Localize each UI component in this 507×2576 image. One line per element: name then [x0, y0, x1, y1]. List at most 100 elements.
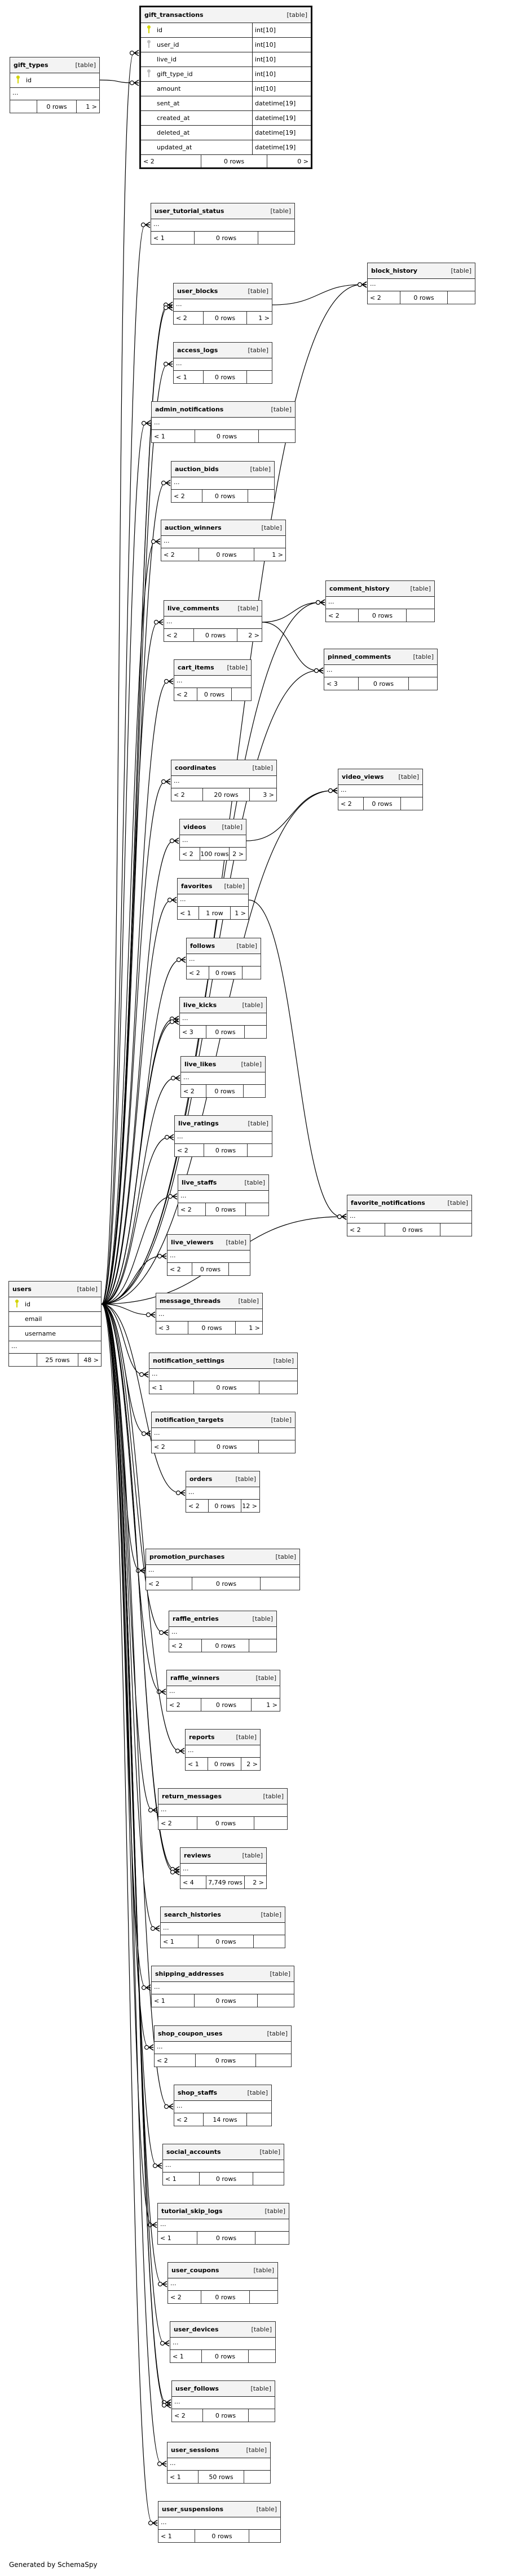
parents-count-link[interactable]: < 1: [151, 232, 195, 244]
table-name[interactable]: raffle_entries: [173, 1615, 219, 1622]
children-count-link[interactable]: 2 >: [253, 1878, 264, 1886]
children-count-link[interactable]: 1 >: [86, 103, 97, 110]
table-name[interactable]: live_viewers: [171, 1239, 214, 1246]
parents-count-link[interactable]: < 1: [158, 2530, 195, 2542]
children-count-link[interactable]: [250, 2291, 277, 2303]
children-count-link[interactable]: [243, 966, 261, 979]
children-count-link[interactable]: [261, 1577, 299, 1590]
children-count-link[interactable]: [249, 2530, 280, 2542]
table-name[interactable]: live_staffs: [182, 1179, 217, 1186]
column-row[interactable]: id: [10, 73, 99, 88]
table-name[interactable]: gift_types: [14, 61, 49, 69]
parents-count-link[interactable]: < 1: [167, 2471, 199, 2483]
parents-count-link[interactable]: < 2: [152, 1440, 195, 1453]
table-name[interactable]: auction_winners: [165, 524, 222, 531]
children-count-link[interactable]: [259, 430, 295, 442]
table-name[interactable]: notification_targets: [155, 1416, 224, 1424]
parents-count-link[interactable]: < 2: [169, 1639, 202, 1652]
children-count-link[interactable]: 2 >: [248, 631, 259, 639]
children-count-link[interactable]: [249, 1639, 276, 1652]
children-count-link[interactable]: 2 >: [232, 850, 244, 858]
table-name[interactable]: user_tutorial_status: [155, 207, 224, 215]
children-count-link[interactable]: [248, 1144, 272, 1156]
parents-count-link[interactable]: < 2: [186, 1500, 209, 1512]
parents-count-link[interactable]: < 2: [187, 966, 209, 979]
table-name[interactable]: pinned_comments: [328, 653, 391, 660]
children-count-link[interactable]: 12 >: [242, 1502, 257, 1510]
children-count-link[interactable]: 1 >: [272, 551, 283, 558]
children-count-link[interactable]: [258, 1994, 294, 2007]
parents-count-link[interactable]: < 2: [174, 688, 197, 700]
parents-count-link[interactable]: < 2: [168, 2291, 201, 2303]
children-count-link[interactable]: 1 >: [249, 1324, 260, 1332]
table-name[interactable]: user_sessions: [171, 2446, 219, 2454]
children-count-link[interactable]: 2 >: [246, 1760, 258, 1768]
table-name[interactable]: follows: [190, 942, 215, 950]
table-name[interactable]: comment_history: [329, 585, 390, 592]
table-name[interactable]: live_likes: [184, 1061, 217, 1068]
table-name[interactable]: message_threads: [160, 1297, 221, 1305]
parents-count-link[interactable]: < 1: [158, 2232, 197, 2244]
table-name[interactable]: gift_transactions: [144, 11, 204, 19]
children-count-link[interactable]: [249, 2409, 275, 2422]
children-count-link[interactable]: 3 >: [263, 791, 274, 799]
parents-count-link[interactable]: < 1: [163, 2172, 200, 2185]
parents-count-link[interactable]: [10, 100, 37, 113]
table-name[interactable]: auction_bids: [175, 465, 219, 473]
table-name[interactable]: orders: [189, 1475, 213, 1483]
children-count-link[interactable]: [229, 1263, 250, 1275]
parents-count-link[interactable]: < 2: [178, 1203, 206, 1216]
table-name[interactable]: notification_settings: [153, 1357, 224, 1364]
parents-count-link[interactable]: < 4: [180, 1876, 206, 1888]
children-count-link[interactable]: 1 >: [235, 909, 246, 917]
parents-count-link[interactable]: < 2: [347, 1223, 385, 1236]
children-count-link[interactable]: [247, 371, 272, 383]
table-name[interactable]: reports: [189, 1733, 215, 1741]
children-count-link[interactable]: [401, 797, 422, 810]
parents-count-link[interactable]: < 2: [161, 548, 199, 561]
table-name[interactable]: reviews: [184, 1852, 211, 1859]
table-name[interactable]: tutorial_skip_logs: [161, 2207, 223, 2215]
column-row[interactable]: username: [9, 1327, 101, 1341]
children-count-link[interactable]: [247, 2113, 271, 2126]
children-count-link[interactable]: [407, 609, 434, 622]
table-name[interactable]: favorites: [181, 883, 213, 890]
children-count-link[interactable]: [254, 1817, 287, 1829]
parents-count-link[interactable]: < 1: [149, 1381, 194, 1394]
parents-count-link[interactable]: < 2: [167, 1263, 192, 1275]
parents-count-link[interactable]: < 2: [171, 788, 203, 801]
table-name[interactable]: user_follows: [175, 2385, 219, 2392]
children-count-link[interactable]: [259, 1440, 295, 1453]
table-name[interactable]: promotion_purchases: [149, 1553, 225, 1560]
parents-count-link[interactable]: < 2: [155, 2054, 196, 2067]
children-count-link[interactable]: [259, 1381, 297, 1394]
parents-count-link[interactable]: < 1: [170, 2350, 202, 2362]
